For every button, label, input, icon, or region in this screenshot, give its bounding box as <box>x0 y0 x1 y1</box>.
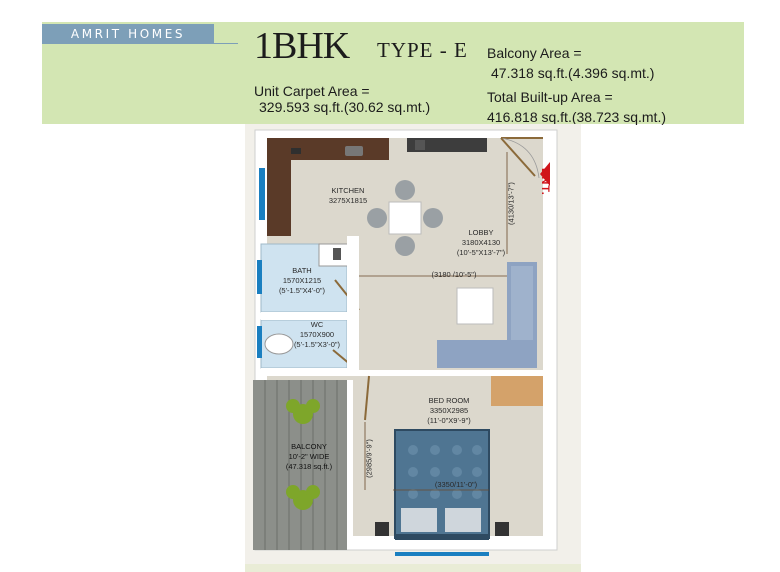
balcony-area-value: 47.318 sq.ft.(4.396 sq.mt.) <box>491 65 655 81</box>
brand-rule <box>214 43 238 44</box>
builtup-area-label: Total Built-up Area = <box>487 89 613 105</box>
carpet-area-value: 329.593 sq.ft.(30.62 sq.mt.) <box>259 99 431 115</box>
builtup-area-value: 416.818 sq.ft.(38.723 sq.mt.) <box>487 109 666 125</box>
bedroom-label: BED ROOM 3350X2985 (11'-0"X9'-9") <box>412 396 486 426</box>
unit-title: 1BHK <box>254 25 350 67</box>
floor-plan <box>245 124 581 572</box>
carpet-area-label: Unit Carpet Area = <box>254 83 370 99</box>
wc-imperial: (5'-1.5"X3'-0") <box>293 340 341 349</box>
bath-imperial: (5'-1.5"X4'-0") <box>278 286 326 295</box>
bath-label: BATH 1570X1215 (5'-1.5"X4'-0") <box>272 266 332 296</box>
lobby-name: LOBBY <box>468 228 494 237</box>
wc-size: 1570X900 <box>299 330 335 339</box>
lobby-size: 3180X4130 <box>461 238 501 247</box>
kitchen-size: 3275X1815 <box>328 196 368 205</box>
bedroom-imperial: (11'-0"X9'-9") <box>427 416 471 425</box>
bedroom-width-dimension: (3350/11'-0") <box>434 480 478 489</box>
wc-label: WC 1570X900 (5'-1.5"X3'-0") <box>286 320 348 350</box>
balcony-label: BALCONY 10'-2" WIDE (47.318 sq.ft.) <box>278 442 340 472</box>
lobby-width-dimension: (3180 /10'-5") <box>431 270 477 279</box>
wc-name: WC <box>310 320 324 329</box>
bedroom-depth-dimension: (2985/9'-9") <box>364 439 374 478</box>
unit-type: TYPE - E <box>377 38 468 62</box>
lobby-label: LOBBY 3180X4130 (10'-5"X13'-7") <box>436 228 526 258</box>
lobby-depth-dimension: (4130/13'-7") <box>506 182 516 225</box>
bedroom-size: 3350X2985 <box>429 406 469 415</box>
entrance-arrow-icon <box>540 162 550 186</box>
entrance-label: ENT. <box>539 168 551 196</box>
balcony-width: 10'-2" WIDE <box>288 452 330 461</box>
brand-logo: AMRIT HOMES <box>42 24 214 44</box>
kitchen-name: KITCHEN <box>331 186 365 195</box>
bedroom-name: BED ROOM <box>428 396 470 405</box>
bath-size: 1570X1215 <box>282 276 322 285</box>
bath-name: BATH <box>292 266 312 275</box>
balcony-area-label: Balcony Area = <box>487 45 582 61</box>
lobby-imperial: (10'-5"X13'-7") <box>456 248 506 257</box>
balcony-name: BALCONY <box>291 442 327 451</box>
balcony-area: (47.318 sq.ft.) <box>285 462 333 471</box>
kitchen-label: KITCHEN 3275X1815 <box>320 186 376 206</box>
